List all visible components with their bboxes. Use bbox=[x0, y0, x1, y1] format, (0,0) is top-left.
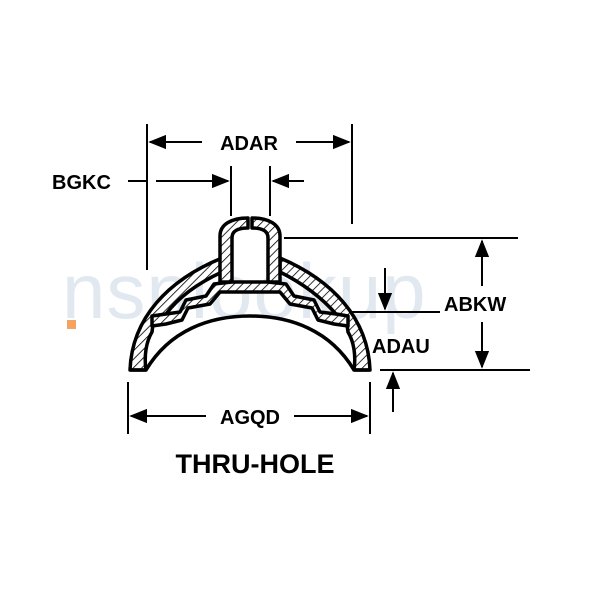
adau-label: ADAU bbox=[372, 336, 430, 358]
dimension-bgkc: BGKC bbox=[52, 166, 304, 216]
grommet-neck-right bbox=[250, 216, 282, 284]
adar-label: ADAR bbox=[220, 133, 278, 155]
abkw-label: ABKW bbox=[444, 294, 506, 316]
agqd-label: AGQD bbox=[220, 407, 280, 429]
dimension-adau: ADAU bbox=[352, 268, 440, 412]
grommet-neck-left bbox=[218, 216, 250, 284]
grommet-part bbox=[128, 216, 372, 372]
grommet-inner-steps bbox=[150, 280, 350, 328]
grommet-right-wall bbox=[278, 256, 372, 372]
grommet-inner-arc bbox=[144, 314, 356, 371]
bgkc-label: BGKC bbox=[52, 172, 111, 194]
dimension-abkw: ABKW bbox=[284, 237, 530, 371]
grommet-left-wall bbox=[128, 256, 224, 372]
watermark-dot bbox=[67, 320, 76, 329]
diagram-caption: THRU-HOLE bbox=[176, 449, 335, 479]
dimension-agqd: AGQD bbox=[127, 382, 371, 434]
dimension-adar: ADAR bbox=[146, 124, 353, 270]
